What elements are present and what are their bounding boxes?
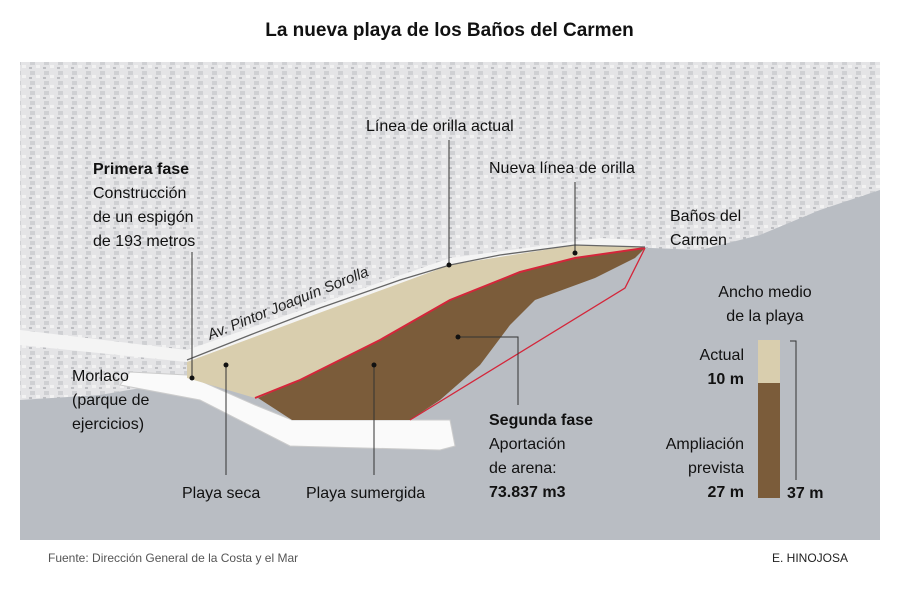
label-total: 37 m — [787, 485, 824, 502]
primera-desc-2: de un espigón — [93, 209, 194, 226]
page-title: La nueva playa de los Baños del Carmen — [265, 20, 634, 41]
nueva-linea-orilla — [254, 247, 646, 399]
label-nueva-linea: Nueva línea de orilla — [489, 160, 635, 177]
espigon — [119, 371, 456, 451]
label-ampliacion: Ampliación prevista 27 m — [630, 433, 744, 505]
ampliacion-label-2: prevista — [687, 460, 744, 477]
bar-actual — [758, 340, 780, 383]
leader-lines — [191, 140, 797, 480]
segunda-desc-3: 73.837 m3 — [489, 484, 566, 501]
playa-seca-area — [187, 245, 645, 398]
bar-ampliacion — [758, 383, 780, 498]
width-title-2: de la playa — [726, 308, 804, 325]
author-credit: E. HINOJOSA — [772, 551, 849, 565]
ampliacion-value: 27 m — [707, 484, 744, 501]
morlaco-1: Morlaco — [72, 368, 129, 385]
aerial-photo: Av. Pintor Joaquín Sorolla — [20, 62, 880, 540]
limite-exterior — [409, 247, 646, 421]
morlaco-3: ejercicios) — [72, 416, 145, 433]
primera-desc-3: de 193 metros — [93, 233, 196, 250]
label-segunda-fase: Segunda fase — [489, 412, 594, 429]
road — [20, 238, 640, 362]
actual-label: Actual — [699, 347, 744, 364]
label-linea-actual: Línea de orilla actual — [366, 118, 514, 135]
actual-value: 10 m — [707, 371, 744, 388]
primera-desc-1: Construcción — [93, 185, 187, 202]
width-chart-title: Ancho medio de la playa — [700, 281, 830, 329]
width-title-1: Ancho medio — [718, 284, 812, 301]
source-note: Fuente: Dirección General de la Costa y … — [48, 551, 299, 565]
banos-1: Baños del — [670, 208, 742, 225]
label-actual: Actual 10 m — [650, 344, 744, 392]
label-morlaco: Morlaco (parque de ejercicios) — [72, 365, 149, 437]
label-segunda-fase-block: Segunda fase Aportación de arena: 73.837… — [489, 409, 593, 505]
linea-orilla-actual — [186, 244, 646, 361]
label-primera-fase-block: Primera fase Construcción de un espigón … — [93, 158, 195, 254]
segunda-desc-1: Aportación — [489, 436, 566, 453]
banos-2: Carmen — [670, 232, 727, 249]
leader-dots — [189, 250, 578, 381]
playa-sumergida-area — [258, 248, 645, 420]
label-primera-fase: Primera fase — [93, 161, 190, 178]
label-playa-sumergida: Playa sumergida — [306, 485, 426, 502]
label-playa-seca: Playa seca — [182, 485, 261, 502]
segunda-desc-2: de arena: — [489, 460, 557, 477]
ampliacion-label-1: Ampliación — [665, 436, 744, 453]
label-banos: Baños del Carmen — [670, 205, 741, 253]
morlaco-2: (parque de — [72, 392, 150, 409]
